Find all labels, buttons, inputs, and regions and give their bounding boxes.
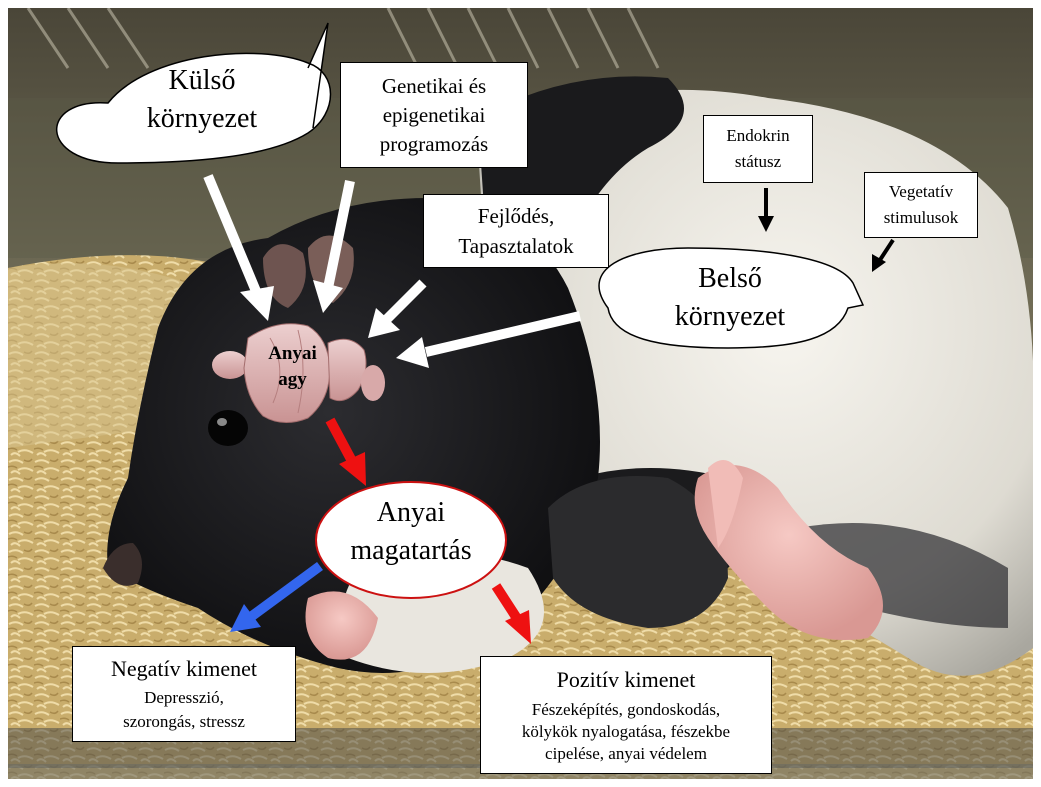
development-line-2: Tapasztalatok: [458, 231, 573, 261]
positive-outcome-box: Pozitív kimenet Fészeképítés, gondoskodá…: [480, 656, 772, 774]
endocrine-line-2: státusz: [735, 149, 781, 175]
brain-label: Anyai agy: [245, 341, 340, 393]
inner-env-label: Belső környezet: [640, 260, 820, 336]
outer-env-line-2: környezet: [112, 100, 292, 138]
negative-outcome-box: Negatív kimenet Depresszió, szorongás, s…: [72, 646, 296, 742]
genetic-line-1: Genetikai és: [382, 72, 486, 101]
genetic-box: Genetikai és epigenetikai programozás: [340, 62, 528, 168]
vegetative-line-1: Vegetatív: [889, 179, 953, 205]
negative-line-1: Depresszió,: [144, 686, 224, 710]
genetic-line-3: programozás: [380, 130, 488, 159]
outer-env-label: Külső környezet: [112, 62, 292, 138]
genetic-line-2: epigenetikai: [383, 101, 486, 130]
vegetative-line-2: stimulusok: [884, 205, 959, 231]
behavior-line-2: magatartás: [316, 532, 506, 570]
outer-env-line-1: Külső: [112, 62, 292, 100]
brain-line-2: agy: [245, 367, 340, 393]
inner-env-line-1: Belső: [640, 260, 820, 298]
inner-env-line-2: környezet: [640, 298, 820, 336]
development-box: Fejlődés, Tapasztalatok: [423, 194, 609, 268]
endocrine-box: Endokrin státusz: [703, 115, 813, 183]
negative-title: Negatív kimenet: [111, 654, 257, 684]
endocrine-line-1: Endokrin: [726, 123, 789, 149]
behavior-label: Anyai magatartás: [316, 494, 506, 570]
positive-line-3: cipelése, anyai védelem: [545, 743, 707, 765]
behavior-line-1: Anyai: [316, 494, 506, 532]
positive-title: Pozitív kimenet: [557, 665, 696, 695]
brain-line-1: Anyai: [245, 341, 340, 367]
vegetative-box: Vegetatív stimulusok: [864, 172, 978, 238]
positive-line-2: kölykök nyalogatása, fészekbe: [522, 721, 730, 743]
development-line-1: Fejlődés,: [478, 201, 554, 231]
negative-line-2: szorongás, stressz: [123, 710, 245, 734]
positive-line-1: Fészeképítés, gondoskodás,: [532, 699, 720, 721]
